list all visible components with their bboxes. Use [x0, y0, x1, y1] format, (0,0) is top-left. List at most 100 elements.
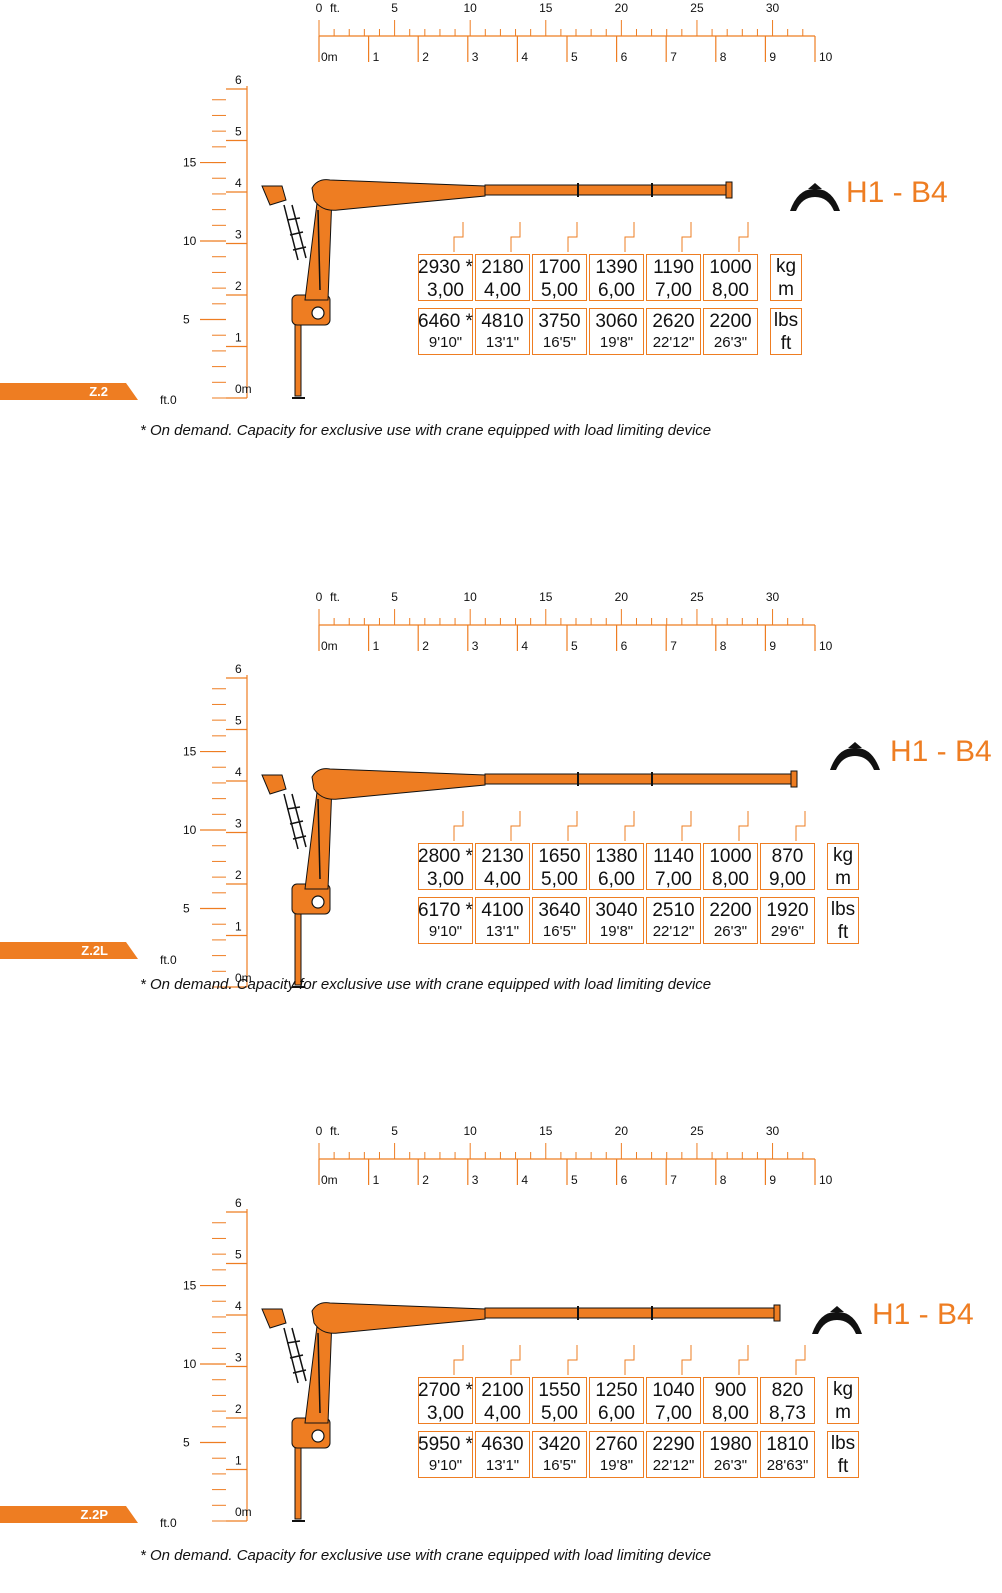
- kg-unit-label: kg: [832, 845, 854, 866]
- capacity-cell-box: [646, 897, 701, 944]
- unit-cell-box: [827, 897, 859, 944]
- m-tick-label: 6: [621, 50, 628, 64]
- capacity-leader-line: [567, 222, 578, 252]
- height-m-label: 6: [235, 662, 242, 676]
- ft-zero-label: ft.0: [160, 1516, 177, 1530]
- m-tick-label: 10: [819, 50, 833, 64]
- ft-tick-label: 0: [316, 590, 323, 604]
- ft-tick-label: 5: [391, 1, 398, 15]
- ft-unit-label: ft: [837, 922, 849, 943]
- ft-tick-label: 0: [316, 1, 323, 15]
- grapple-hinge-icon: [830, 1306, 844, 1312]
- inner-boom: [311, 179, 486, 211]
- height-m-label: 4: [235, 765, 242, 779]
- ft-tick-label: 20: [615, 1124, 629, 1138]
- capacity-cell-box: [703, 897, 758, 944]
- m-tick-label: 10: [819, 1173, 833, 1187]
- ft-zero-label: ft.0: [160, 953, 177, 967]
- capacity-cell-box: [760, 843, 815, 890]
- m-tick-label: 0m: [321, 639, 338, 653]
- ft-tick-label: 30: [766, 1124, 780, 1138]
- ft-tick-label: 0: [316, 1124, 323, 1138]
- m-value: 7,00: [655, 869, 692, 890]
- grapple-icon: [830, 747, 880, 770]
- capacity-cell-box: [532, 1431, 587, 1478]
- capacity-cell-box: [475, 843, 530, 890]
- ft-tick-label: 10: [464, 1124, 478, 1138]
- grapple-icon: [790, 188, 840, 211]
- ft-tick-label: 15: [539, 1, 553, 15]
- height-ft-label: 15: [183, 1279, 197, 1293]
- grapple-model-label: H1 - B4: [890, 735, 992, 768]
- kg-value: 1140: [653, 846, 694, 867]
- lbs-value: 2760: [595, 1434, 638, 1455]
- capacity-leader-line: [453, 1345, 464, 1375]
- kg-value: 1390: [595, 257, 638, 278]
- ft-tick-label: 15: [539, 1124, 553, 1138]
- height-m-label: 0m: [235, 1505, 252, 1519]
- capacity-cell-box: [475, 308, 530, 355]
- ladder: [283, 204, 307, 261]
- m-tick-label: 7: [670, 639, 677, 653]
- crane-slew-gear: [311, 1429, 325, 1443]
- ft-tick-label: 25: [690, 1, 704, 15]
- ft-tick-label: 10: [464, 1, 478, 15]
- lbs-unit-label: lbs: [830, 899, 856, 920]
- model-tag: Z.2L: [0, 942, 138, 959]
- lbs-value: 1920: [766, 900, 809, 921]
- ft-unit-label: ft.: [330, 1, 340, 15]
- lbs-value: 6460 *: [418, 311, 473, 332]
- capacity-leader-line: [681, 222, 692, 252]
- m-tick-label: 8: [720, 1173, 727, 1187]
- height-m-label: 1: [235, 331, 242, 345]
- ft-value: 16'5": [542, 923, 577, 940]
- capacity-cell-box: [703, 308, 758, 355]
- lbs-value: 4810: [481, 311, 524, 332]
- m-tick-label: 4: [521, 1173, 528, 1187]
- m-value: 3,00: [427, 869, 464, 890]
- outer-boom: [484, 1307, 779, 1319]
- kg-value: 900: [714, 1380, 747, 1401]
- capacity-leader-line: [510, 811, 521, 841]
- footnote: * On demand. Capacity for exclusive use …: [140, 976, 712, 993]
- capacity-cell-box: [532, 254, 587, 301]
- ft-zero-label: ft.0: [160, 393, 177, 407]
- ladder: [283, 793, 307, 850]
- capacity-cell-box: [532, 1377, 587, 1424]
- capacity-leader-line: [624, 811, 635, 841]
- capacity-leader-line: [681, 1345, 692, 1375]
- m-tick-label: 4: [521, 50, 528, 64]
- grapple-hinge-icon: [848, 742, 862, 748]
- kg-unit-label: kg: [775, 256, 797, 277]
- height-m-label: 4: [235, 176, 242, 190]
- lbs-value: 3420: [538, 1434, 581, 1455]
- m-tick-label: 6: [621, 639, 628, 653]
- capacity-cell-box: [760, 897, 815, 944]
- unit-cell-box: [770, 254, 802, 301]
- capacity-leader-line: [567, 811, 578, 841]
- m-unit-label: m: [778, 279, 794, 300]
- capacity-cell-box: [589, 1377, 644, 1424]
- capacity-leader-line: [681, 811, 692, 841]
- capacity-cell-box: [646, 254, 701, 301]
- capacity-cell-box: [589, 843, 644, 890]
- capacity-cell-box: [475, 1377, 530, 1424]
- ft-tick-label: 20: [615, 590, 629, 604]
- boom-tip: [773, 1304, 781, 1322]
- capacity-cell-box: [589, 254, 644, 301]
- kg-value: 1650: [538, 846, 581, 867]
- ft-value: 26'3": [713, 923, 748, 940]
- outer-boom: [484, 184, 731, 196]
- height-ft-label: 5: [183, 1436, 190, 1450]
- ft-tick-label: 5: [391, 1124, 398, 1138]
- capacity-cell-box: [475, 1431, 530, 1478]
- lbs-value: 2200: [709, 311, 752, 332]
- m-value: 8,00: [712, 280, 749, 301]
- m-tick-label: 3: [472, 639, 479, 653]
- height-m-label: 3: [235, 1351, 242, 1365]
- kg-value: 1040: [652, 1380, 695, 1401]
- m-value: 4,00: [484, 1403, 521, 1424]
- height-m-label: 0m: [235, 971, 252, 985]
- m-tick-label: 1: [373, 1173, 380, 1187]
